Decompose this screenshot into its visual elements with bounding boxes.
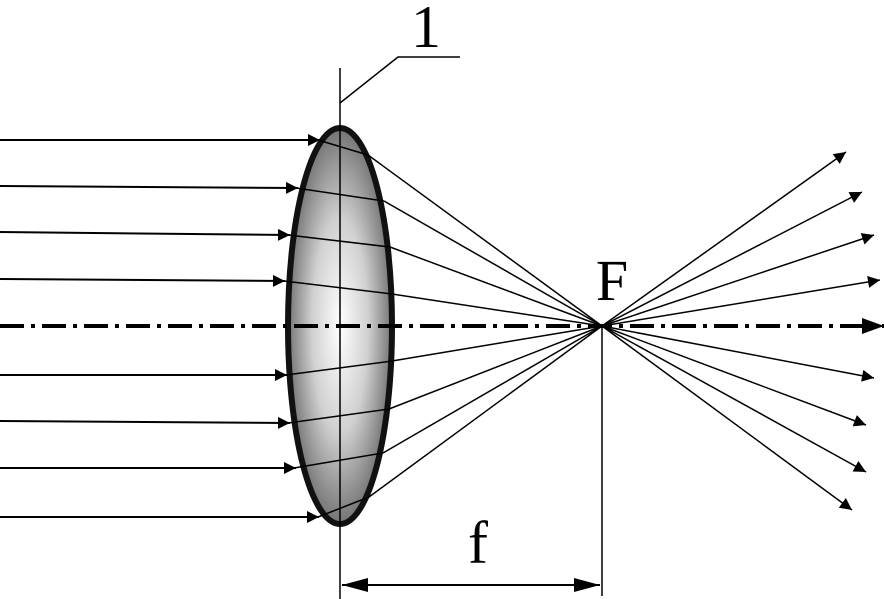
focal-length-arrow-right bbox=[574, 578, 600, 592]
diverging-ray bbox=[601, 325, 875, 382]
optical-axis-arrowhead bbox=[862, 318, 884, 334]
diverging-ray bbox=[601, 325, 853, 511]
diverging-ray bbox=[601, 276, 881, 327]
diverging-ray bbox=[601, 151, 847, 327]
focal-length-label: f bbox=[468, 510, 488, 576]
incident-ray bbox=[0, 228, 291, 241]
focal-length-arrow-left bbox=[342, 578, 368, 592]
focal-point-label: F bbox=[596, 248, 628, 313]
diverging-rays bbox=[601, 151, 881, 511]
lens-internal-rays bbox=[283, 139, 393, 518]
diverging-ray bbox=[601, 191, 863, 327]
diverging-ray bbox=[601, 233, 875, 327]
lens-number-label: 1 bbox=[411, 0, 441, 60]
focal-length-dimension bbox=[342, 578, 600, 592]
incident-ray bbox=[0, 416, 291, 429]
incident-rays bbox=[0, 134, 320, 523]
diverging-ray bbox=[601, 325, 867, 427]
incident-ray bbox=[0, 181, 299, 194]
diverging-ray bbox=[601, 325, 867, 473]
incident-ray bbox=[0, 274, 286, 287]
lens-label-leader bbox=[339, 56, 460, 104]
refracted-rays bbox=[367, 154, 603, 498]
